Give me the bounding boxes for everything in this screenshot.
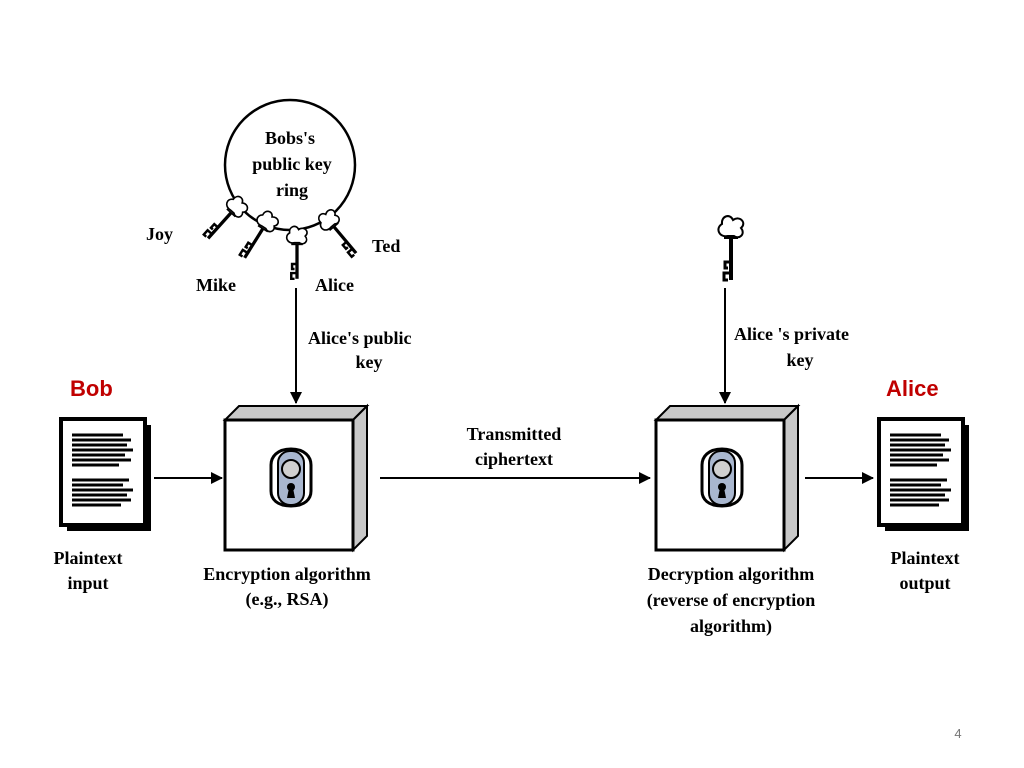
decryption-label-line3: algorithm) (690, 616, 772, 637)
private-key-label-line2: key (787, 350, 814, 370)
plaintext-input-line1: Plaintext (54, 548, 123, 568)
key-icon (198, 190, 253, 247)
plaintext-input-line2: input (67, 573, 108, 593)
public-key-label-line2: key (356, 352, 383, 372)
key-label-ted: Ted (372, 236, 400, 256)
key-icon (716, 214, 746, 282)
ciphertext-label-line2: ciphertext (475, 449, 553, 469)
key-ring-title-line1: Bobs's (265, 128, 315, 148)
document-icon (59, 417, 153, 533)
key-ring-icon: Bobs's public key ring (223, 98, 357, 232)
ciphertext-label-line1: Transmitted (467, 424, 562, 444)
key-icon (312, 204, 366, 262)
lock-icon (654, 404, 800, 552)
lock-icon (223, 404, 369, 552)
key-label-joy: Joy (146, 224, 173, 244)
key-label-alice: Alice (315, 275, 354, 295)
receiver-name: Alice (886, 376, 939, 401)
key-ring-title-line3: ring (276, 180, 308, 200)
key-icon (285, 224, 309, 281)
plaintext-output-line2: output (899, 573, 950, 593)
sender-name: Bob (70, 376, 113, 401)
private-key-label-line1: Alice 's private (734, 324, 849, 344)
public-key-label-line1: Alice's public (308, 328, 412, 348)
page-number: 4 (954, 726, 961, 741)
key-ring-title-line2: public key (252, 154, 332, 174)
plaintext-output-line1: Plaintext (891, 548, 960, 568)
decryption-label-line1: Decryption algorithm (648, 564, 814, 584)
key-label-mike: Mike (196, 275, 236, 295)
encryption-label-line2: (e.g., RSA) (246, 589, 329, 610)
decryption-label-line2: (reverse of encryption (647, 590, 816, 611)
encryption-label-line1: Encryption algorithm (203, 564, 371, 584)
document-icon (877, 417, 971, 533)
